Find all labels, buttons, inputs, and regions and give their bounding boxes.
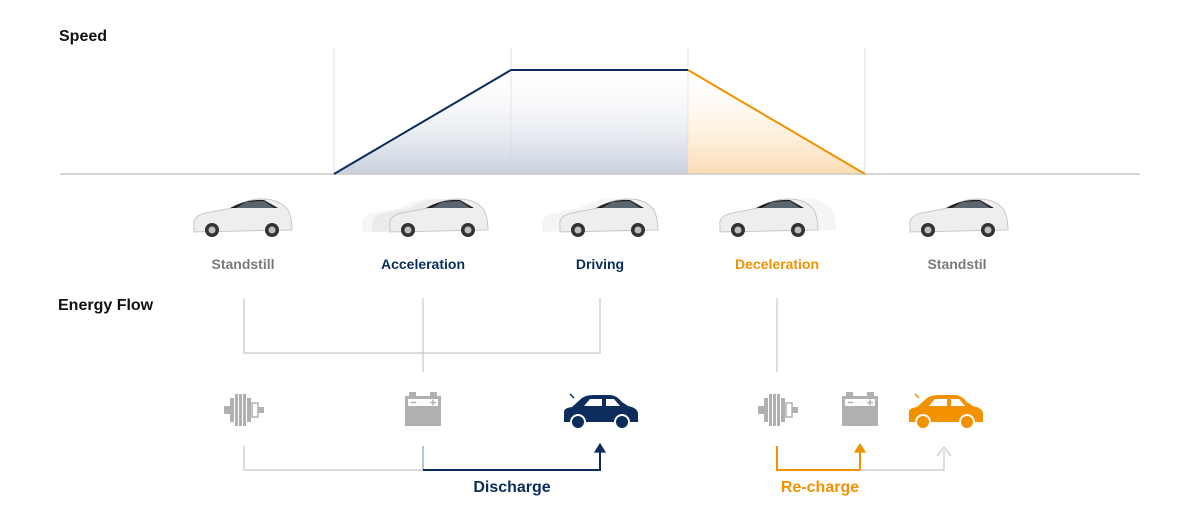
recharge-gray-line	[860, 450, 945, 471]
car-acceleration	[361, 198, 489, 237]
car-standstill-2	[909, 198, 1009, 237]
car-icon	[909, 393, 983, 430]
top-bracket	[243, 298, 601, 354]
motor-generator-icon	[224, 394, 264, 426]
discharge-line	[423, 450, 601, 471]
motor-generator-icon	[758, 394, 798, 426]
battery-icon	[405, 392, 441, 426]
recharge-line	[776, 446, 861, 471]
discharge-label: Discharge	[473, 479, 551, 496]
car-icon	[564, 393, 638, 430]
recharge-label: Re-charge	[780, 479, 860, 496]
speed-title: Speed	[59, 28, 108, 45]
battery-icon	[842, 392, 878, 426]
driving-area	[511, 70, 688, 174]
phase-label-standstill-2: Standstil	[927, 256, 987, 272]
phase-label-driving: Driving	[575, 256, 625, 272]
phase-label-standstill: Standstill	[211, 256, 275, 272]
car-driving	[541, 198, 659, 237]
car-deceleration	[719, 198, 836, 237]
energy-flow-title: Energy Flow	[58, 297, 154, 314]
recharge-arrow	[853, 442, 867, 453]
speed-line-orange	[687, 69, 866, 175]
speed-chart	[60, 48, 1140, 175]
car-photos	[193, 198, 1009, 237]
phase-label-deceleration: Deceleration	[734, 256, 820, 272]
motor-bottom-line	[243, 446, 423, 471]
gray-arrow	[936, 446, 952, 457]
car-standstill	[193, 198, 293, 237]
speed-line-navy	[333, 69, 688, 175]
energy-flow-lines	[243, 298, 952, 471]
discharge-arrow	[593, 442, 607, 453]
phase-label-acceleration: Acceleration	[380, 256, 466, 272]
